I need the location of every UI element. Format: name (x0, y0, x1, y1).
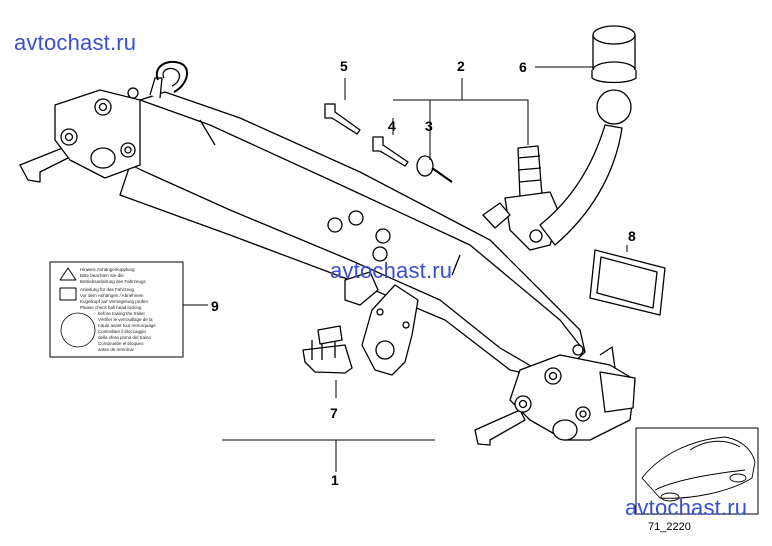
callout-4: 4 (388, 118, 396, 134)
callout-2: 2 (457, 58, 465, 74)
callout-3: 3 (425, 118, 433, 134)
key-part-4 (372, 136, 409, 167)
label-line: Kugelkopf auf Verriegelung prüfen (80, 299, 149, 304)
socket-connector (302, 325, 353, 374)
book-icon (59, 287, 77, 301)
callout-6: 6 (519, 59, 527, 75)
label-line: Please check ball head locking (80, 305, 142, 310)
leader-lines (183, 66, 628, 472)
label-line: Bitte beachten Sie die (80, 273, 124, 278)
ball-hook-illustration (60, 312, 96, 348)
label-line: Controllare il bloccaggio (98, 329, 147, 334)
crossbeam-center-nuts (327, 210, 391, 262)
label-line: Vérifier le verrouillage de la (98, 317, 153, 322)
label-line: Hinweis Anhängerkupplung (80, 267, 135, 272)
callout-1: 1 (331, 472, 339, 488)
watermark-top-left: avtochast.ru (14, 30, 137, 55)
tow-bar-crossbeam (99, 91, 586, 381)
label-line: della sfera prima del traino (98, 335, 152, 340)
watermark-center: avtochast.ru (330, 258, 453, 283)
label-line: Vor dem Anhängen / Abnehmen (80, 293, 144, 298)
right-mounting-bracket (474, 346, 636, 446)
label-line: before towing the trailer (98, 311, 146, 316)
socket-bracket (344, 271, 419, 376)
cover-plate-part-8 (589, 249, 666, 316)
car-outline-icon (641, 436, 756, 502)
left-mounting-bracket (19, 60, 189, 183)
lock-cylinder-part-3 (416, 155, 453, 183)
label-line: Betriebsanleitung des Fahrzeugs (80, 279, 146, 284)
callout-9: 9 (211, 298, 219, 314)
warning-triangle-icon (59, 267, 77, 281)
left-bracket-nuts (60, 87, 139, 169)
callout-5: 5 (340, 58, 348, 74)
callout-8: 8 (628, 228, 636, 244)
label-line: Anleitung für das Fahrzeug (80, 287, 135, 292)
label-line: Compruebe el bloqueo (98, 341, 144, 346)
callout-7: 7 (330, 405, 338, 421)
key-part-5 (324, 103, 361, 135)
label-line: rotule avant tout remorquage (98, 323, 156, 328)
ball-hook-part-2 (482, 89, 632, 251)
ball-cap-part-6 (591, 25, 637, 84)
right-bracket-nuts (514, 344, 591, 422)
label-line: antes de remolcar (98, 347, 135, 352)
watermark-bottom-right: avtochast.ru (625, 495, 748, 520)
diagram-code: 71_2220 (648, 521, 691, 533)
